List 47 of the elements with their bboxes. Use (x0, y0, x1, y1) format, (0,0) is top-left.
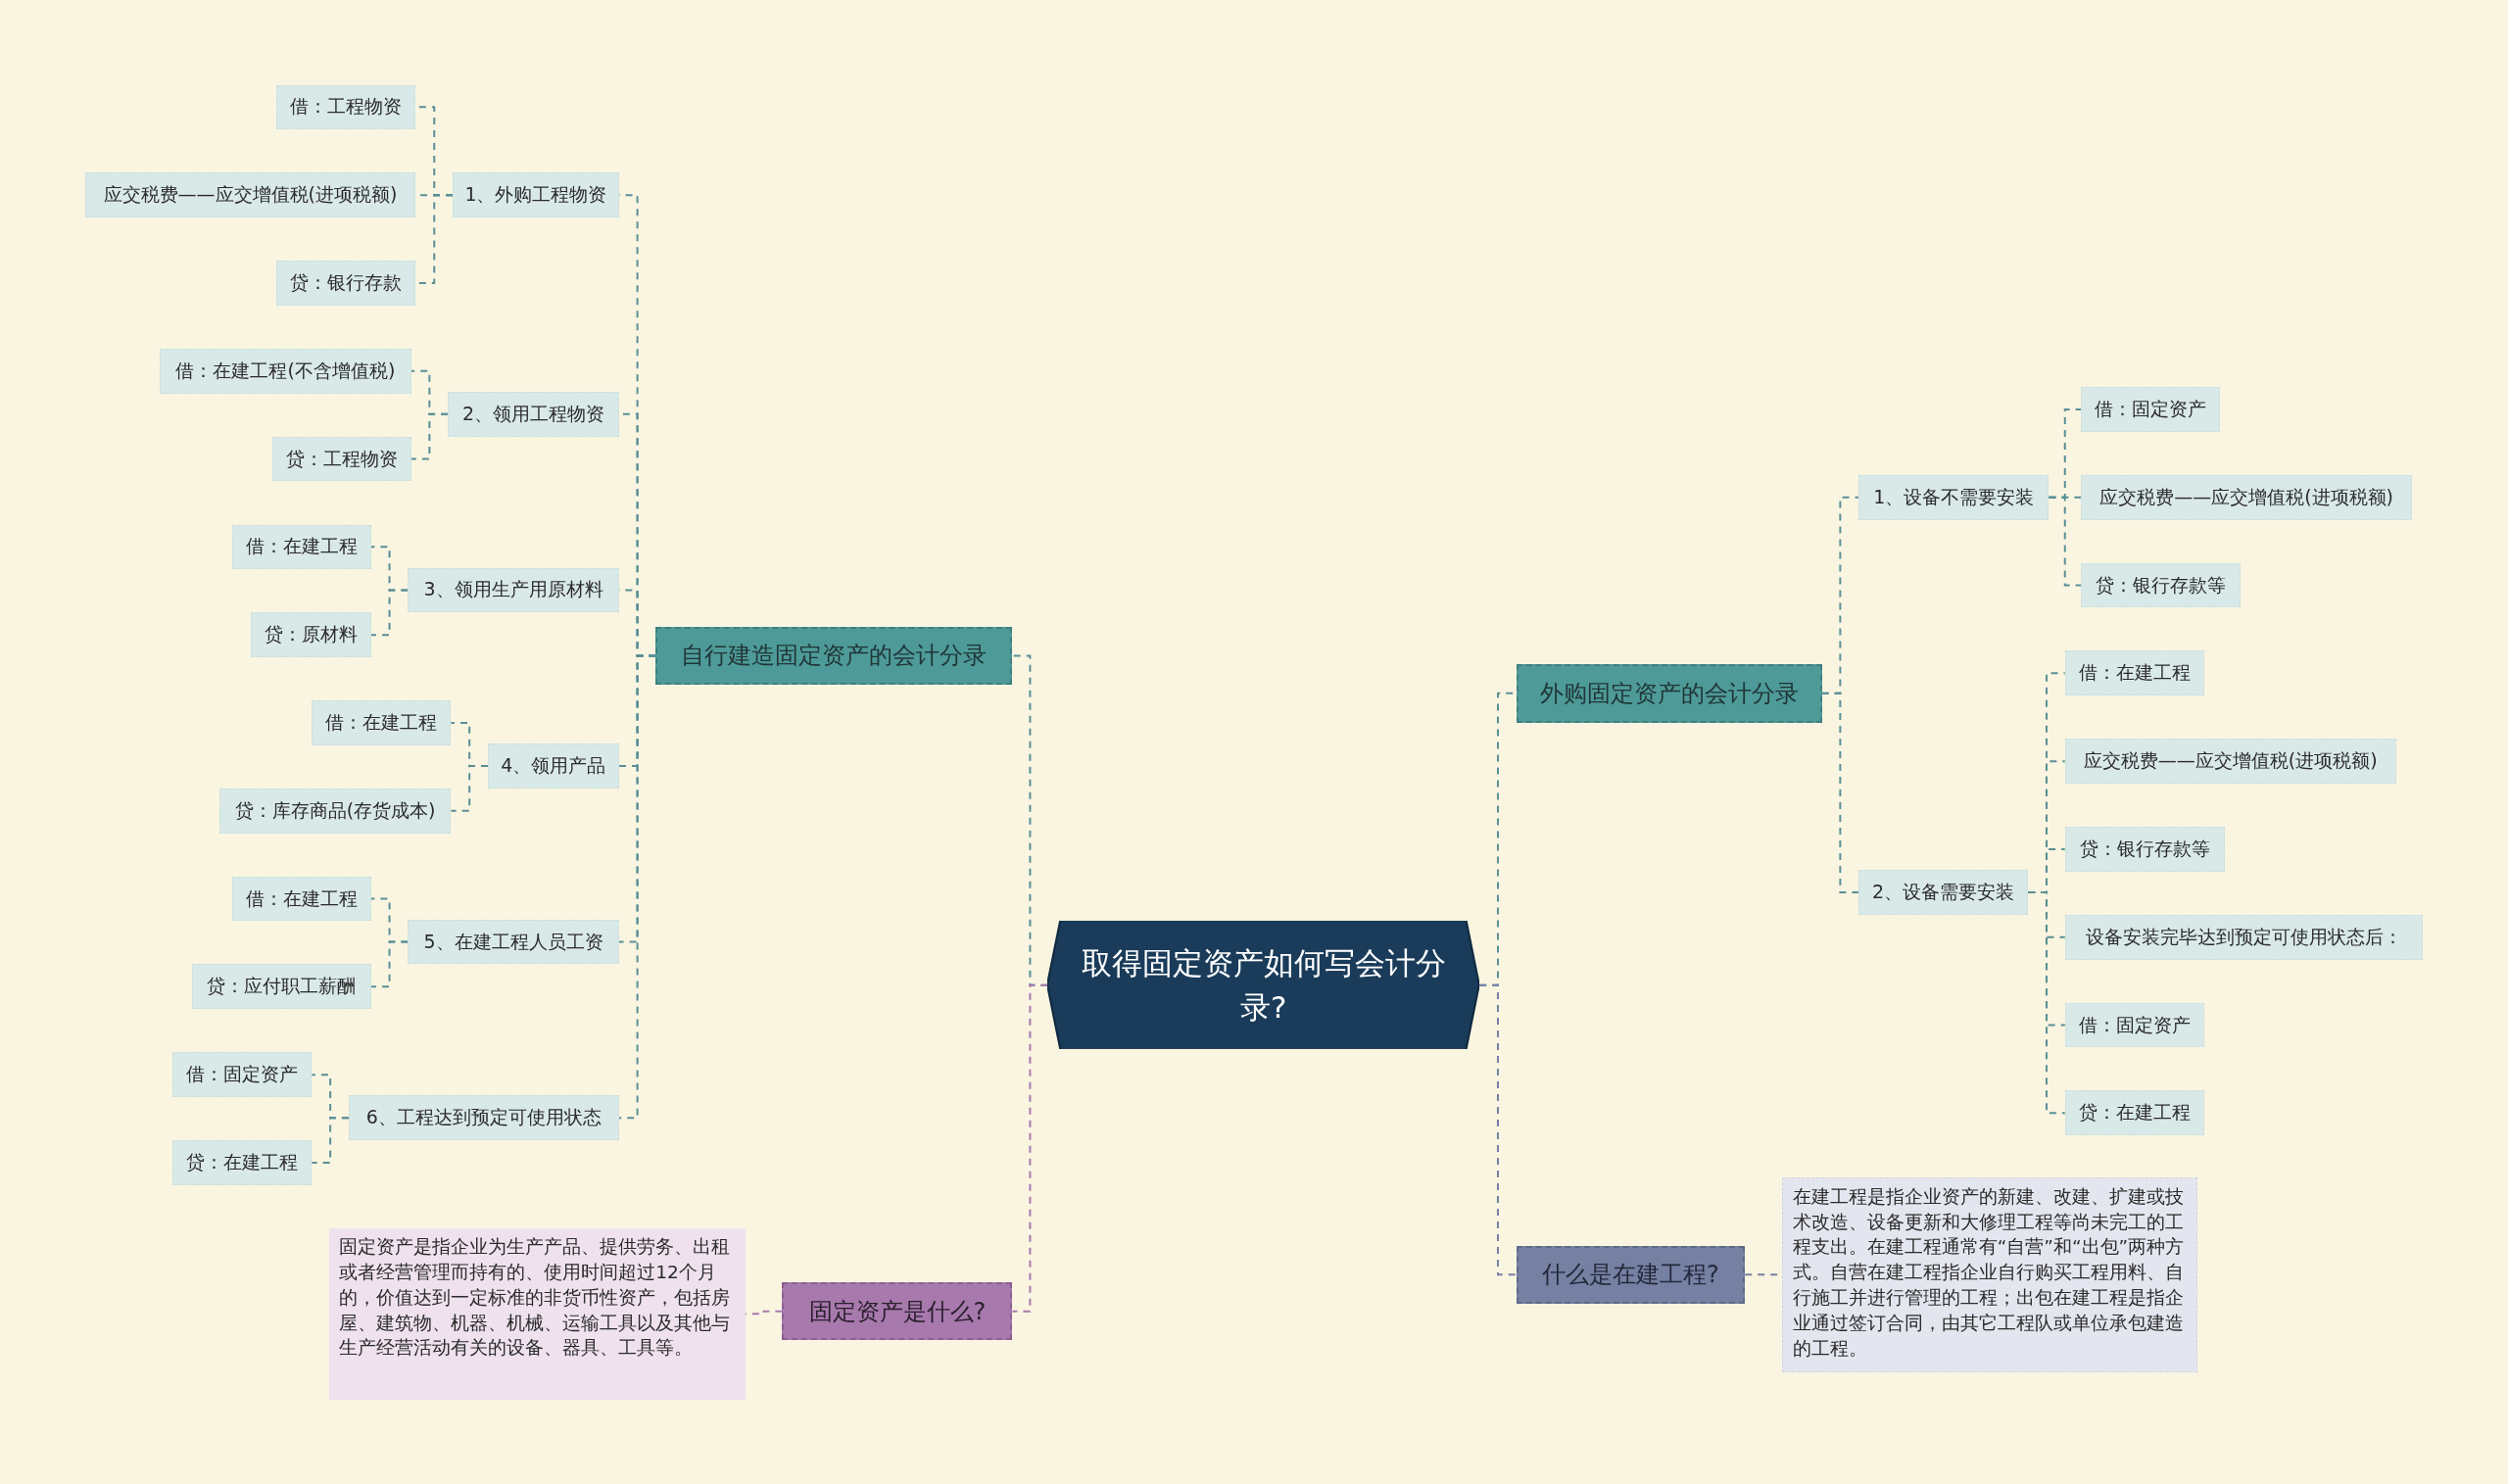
connector-line (410, 412, 450, 460)
entry-box: 借：在建工程 (231, 876, 371, 922)
entry-box: 贷：应付职工薪酬 (191, 964, 371, 1010)
connector-line (311, 1117, 350, 1164)
connector-line (1478, 983, 1518, 1276)
connector-line (369, 940, 410, 988)
connector-line (1011, 983, 1049, 1313)
connector-line (2048, 496, 2083, 587)
subtopic-box: 1、外购工程物资 (453, 172, 619, 217)
entry-box: 应交税费——应交增值税(进项税额) (84, 172, 416, 217)
entry-box: 贷：在建工程 (172, 1140, 313, 1185)
entry-box: 贷：在建工程 (2064, 1090, 2204, 1136)
entry-box: 借：固定资产 (172, 1052, 313, 1097)
subtopic-box: 3、领用生产用原材料 (408, 567, 619, 613)
subtopic-box: 4、领用产品 (487, 743, 619, 789)
entry-box: 贷：银行存款 (276, 261, 416, 306)
entry-box: 借：在建工程 (231, 524, 371, 570)
connector-line (2027, 891, 2066, 1115)
entry-box: 借：工程物资 (276, 84, 416, 130)
entry-box: 应交税费——应交增值税(进项税额) (2081, 474, 2413, 520)
subtopic-box: 2、设备需要安装 (1858, 870, 2029, 915)
entry-box: 借：固定资产 (2064, 1002, 2204, 1048)
topic-box: 外购固定资产的会计分录 (1516, 663, 1822, 723)
subtopic-box: 6、工程达到预定可使用状态 (348, 1095, 619, 1141)
connector-line (369, 589, 410, 637)
connector-line (450, 765, 489, 812)
entry-box: 借：固定资产 (2081, 387, 2221, 432)
entry-box: 借：在建工程 (312, 700, 452, 745)
entry-box: 应交税费——应交增值税(进项税额) (2064, 739, 2396, 784)
entry-box: 借：在建工程(不含增值税) (160, 348, 411, 394)
subtopic-box: 2、领用工程物资 (448, 392, 619, 437)
central-topic-hexagon: 取得固定资产如何写会计分录? (1047, 921, 1480, 1049)
entry-box: 贷：原材料 (251, 612, 371, 657)
topic-box: 固定资产是什么? (782, 1282, 1013, 1341)
entry-box: 贷：银行存款等 (2081, 562, 2242, 608)
topic-box: 什么是在建工程? (1516, 1245, 1746, 1304)
entry-box: 贷：库存商品(存货成本) (218, 788, 452, 834)
entry-box: 借：在建工程 (2064, 650, 2204, 696)
topic-box: 自行建造固定资产的会计分录 (655, 627, 1013, 685)
entry-box: 贷：工程物资 (271, 436, 411, 482)
note-box: 在建工程是指企业资产的新建、改建、扩建或技术改造、设备更新和大修理工程等尚未完工的工程支出。在建工程通常有“自营”和“出包”两种方式。自营在建工程指企业自行购买工程用料、自行施工并进行管理的工程；出包在建工程是指企业通过签订合同，由其它工程队或单位承包建造的工程。 (1781, 1176, 2198, 1372)
connector-line (1820, 692, 1860, 893)
subtopic-box: 1、设备不需要安装 (1858, 474, 2050, 520)
note-box: 固定资产是指企业为生产产品、提供劳务、出租或者经营管理而持有的、使用时间超过12个月的，价值达到一定标准的非货币性资产，包括房屋、建筑物、机器、机械、运输工具以及其他与生产经营活动有关的设备、器具、工具等。 (329, 1227, 746, 1400)
entry-box: 贷：银行存款等 (2064, 827, 2225, 872)
subtopic-box: 5、在建工程人员工资 (408, 919, 619, 965)
entry-box: 设备安装完毕达到预定可使用状态后： (2064, 914, 2424, 960)
